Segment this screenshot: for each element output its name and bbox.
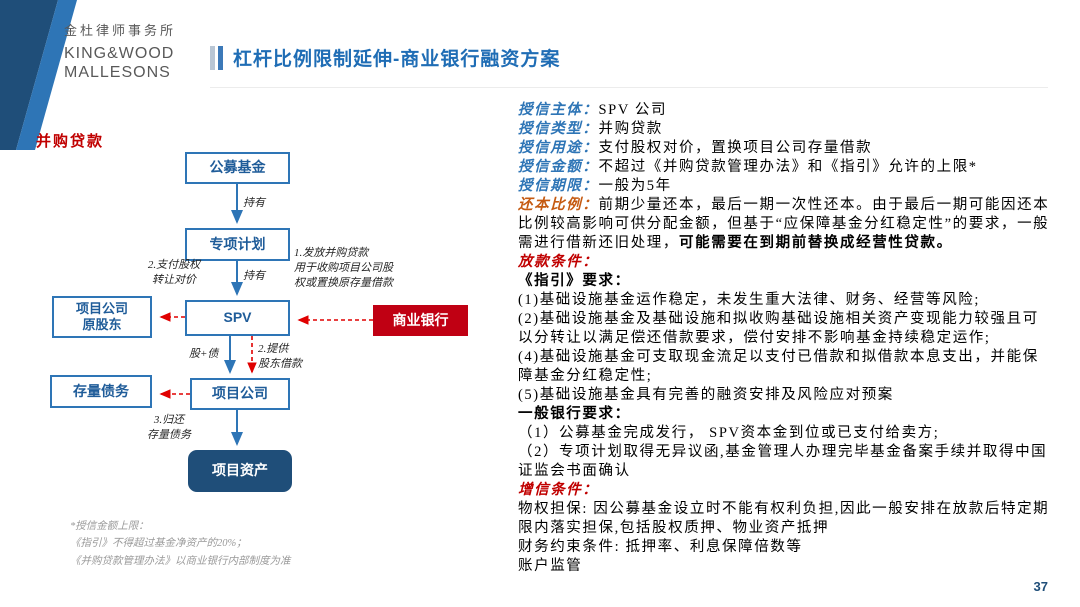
firm-name-en-line1: KING&WOOD [64, 45, 175, 62]
detail-label: 增信条件： [518, 482, 599, 498]
detail-text: (2)基础设施基金及基础设施和拟收购基础设施相关资产变现能力较强且可以分转让以满… [518, 311, 1039, 346]
detail-label: 授信主体： [518, 102, 599, 118]
detail-label: 授信用途： [518, 140, 599, 156]
diagram-footnote: *授信金额上限： 《指引》不得超过基金净资产的20%； 《并购贷款管理办法》以商… [70, 521, 291, 567]
detail-label: 授信类型： [518, 121, 599, 137]
detail-line: (5)基础设施基金具有完善的融资安排及风险应对预案 [518, 386, 1050, 405]
node-project-asset: 项目资产 [188, 450, 292, 492]
edge-label-pay-equity: 2.支付股权 转让对价 [147, 259, 201, 286]
detail-text: 并购贷款 [598, 121, 663, 137]
detail-line: 授信用途：支付股权对价，置换项目公司存量借款 [518, 139, 1050, 158]
detail-text: 不超过《并购贷款管理办法》和《指引》允许的上限* [598, 159, 978, 175]
firm-name-cn: 金杜律师事务所 [64, 23, 177, 38]
detail-line: 授信主体：SPV 公司 [518, 101, 1050, 120]
firm-logo: 金杜律师事务所 KING&WOOD MALLESONS [64, 20, 176, 82]
detail-label: 授信期限： [518, 178, 599, 194]
detail-line: 账户监管 [518, 557, 1050, 576]
detail-label: 还本比例： [518, 197, 599, 213]
edge-label-hold-1: 持有 [243, 197, 265, 209]
detail-label: 授信金额： [518, 159, 599, 175]
detail-line: 财务约束条件: 抵押率、利息保障倍数等 [518, 538, 1050, 557]
detail-line: 增信条件： [518, 481, 1050, 500]
detail-line: 物权担保: 因公募基金设立时不能有权利负担,因此一般安排在放款后特定期限内落实担… [518, 500, 1050, 538]
detail-text: SPV 公司 [598, 102, 668, 118]
detail-line: 《指引》要求： [518, 272, 1050, 291]
edge-label-repay-debt: 3.归还 存量债务 [147, 414, 191, 441]
detail-text: （1）公募基金完成发行， SPV资本金到位或已支付给卖方; [518, 425, 940, 441]
page-number: 37 [1033, 579, 1048, 594]
detail-label: 一般银行要求： [518, 406, 631, 422]
edge-label-grant-loan: 1.发放并购贷款 用于收购项目公司股 权或置换原存量借款 [294, 247, 393, 289]
detail-text: 一般为5年 [598, 178, 672, 194]
page-title: 杠杆比例限制延伸-商业银行融资方案 [233, 49, 561, 70]
title-bar-light [210, 45, 215, 70]
detail-line: 放款条件： [518, 253, 1050, 272]
detail-text: （2）专项计划取得无异议函,基金管理人办理完毕基金备案手续并取得中国证监会书面确… [518, 444, 1048, 479]
edge-label-equity-debt: 股+债 [189, 348, 219, 360]
details-panel: 授信主体：SPV 公司授信类型：并购贷款授信用途：支付股权对价，置换项目公司存量… [518, 101, 1050, 576]
title-block: 杠杆比例限制延伸-商业银行融资方案 [210, 44, 560, 71]
node-special-plan: 专项计划 [185, 228, 290, 261]
detail-bold-text: 可能需要在到期前替换成经营性贷款。 [679, 235, 953, 251]
detail-text: 前期少量还本，最后一期一次性还本。由于最后一期可能因还本比例较高影响可供分配金额… [518, 197, 1050, 251]
node-commercial-bank: 商业银行 [373, 305, 468, 336]
node-project-company: 项目公司 [190, 378, 290, 410]
detail-line: (1)基础设施基金运作稳定，未发生重大法律、财务、经营等风险; [518, 291, 1050, 310]
detail-label: 《指引》要求： [518, 273, 631, 289]
node-public-fund: 公募基金 [185, 152, 290, 184]
detail-line: （1）公募基金完成发行， SPV资本金到位或已支付给卖方; [518, 424, 1050, 443]
detail-text: (4)基础设施基金可支取现金流足以支付已借款和拟借款本息支出，并能保障基金分红稳… [518, 349, 1039, 384]
detail-line: （2）专项计划取得无异议函,基金管理人办理完毕基金备案手续并取得中国证监会书面确… [518, 443, 1050, 481]
detail-line: 还本比例：前期少量还本，最后一期一次性还本。由于最后一期可能因还本比例较高影响可… [518, 196, 1050, 253]
firm-name-en-line2: MALLESONS [64, 64, 171, 81]
diagram-title: 并购贷款 [36, 133, 105, 150]
detail-text: 物权担保: 因公募基金设立时不能有权利负担,因此一般安排在放款后特定期限内落实担… [518, 501, 1050, 536]
detail-line: (2)基础设施基金及基础设施和拟收购基础设施相关资产变现能力较强且可以分转让以满… [518, 310, 1050, 348]
detail-line: (4)基础设施基金可支取现金流足以支付已借款和拟借款本息支出，并能保障基金分红稳… [518, 348, 1050, 386]
header-divider [210, 87, 1048, 88]
detail-line: 一般银行要求： [518, 405, 1050, 424]
node-original-shareholder: 项目公司 原股东 [52, 296, 152, 338]
detail-text: (5)基础设施基金具有完善的融资安排及风险应对预案 [518, 387, 894, 403]
detail-text: 支付股权对价，置换项目公司存量借款 [598, 140, 873, 156]
detail-text: 财务约束条件: 抵押率、利息保障倍数等 [518, 539, 803, 555]
detail-text: (1)基础设施基金运作稳定，未发生重大法律、财务、经营等风险; [518, 292, 981, 308]
flowchart: 并购贷款 公募基金 专项计划 SPV 项目公司 原股东 商业银行 项目公 [0, 100, 518, 605]
corner-decoration [0, 0, 77, 150]
edge-label-shareholder-loan: 2.提供 股东借款 [258, 343, 302, 370]
detail-line: 授信期限：一般为5年 [518, 177, 1050, 196]
node-spv: SPV [185, 300, 290, 336]
detail-line: 授信金额：不超过《并购贷款管理办法》和《指引》允许的上限* [518, 158, 1050, 177]
flow-arrows [159, 184, 373, 446]
edge-label-hold-2: 持有 [243, 270, 265, 282]
node-existing-debt: 存量债务 [50, 375, 152, 408]
title-bars-icon [210, 45, 223, 70]
detail-label: 放款条件： [518, 254, 599, 270]
detail-text: 账户监管 [518, 558, 583, 574]
title-bar-dark [218, 45, 223, 70]
detail-line: 授信类型：并购贷款 [518, 120, 1050, 139]
